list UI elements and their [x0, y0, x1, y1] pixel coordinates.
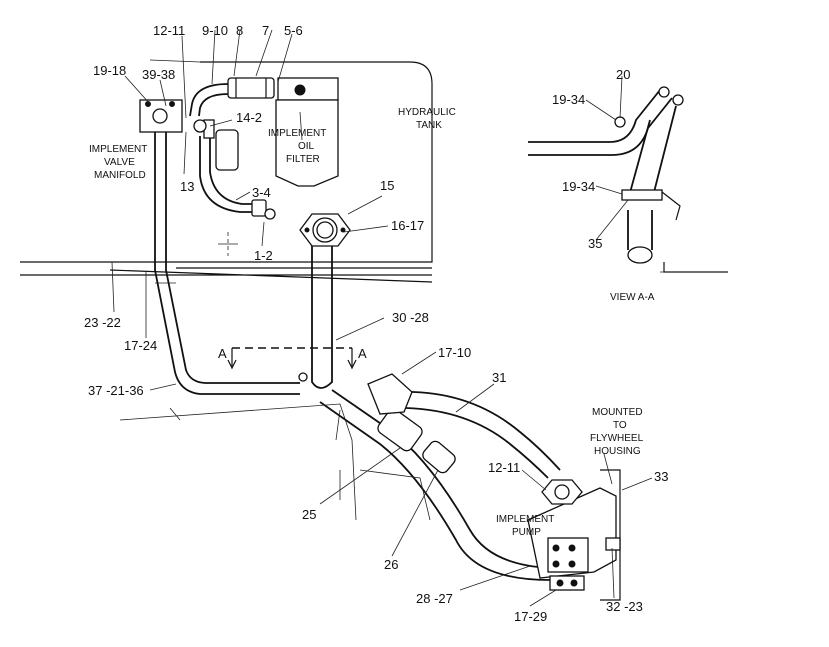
callout-8: 8: [236, 23, 243, 38]
callout-15: 15: [380, 178, 394, 193]
label-mounted-to-flywheel-housing: MOUNTED TO FLYWHEEL HOUSING: [590, 407, 644, 457]
svg-text:TO: TO: [613, 420, 627, 431]
svg-text:VALVE: VALVE: [104, 157, 135, 168]
svg-text:IMPLEMENT: IMPLEMENT: [268, 128, 326, 139]
svg-text:IMPLEMENT: IMPLEMENT: [496, 514, 554, 525]
flywheel-housing: [600, 469, 621, 601]
callout-39-38: 39-38: [142, 67, 175, 82]
svg-text:MANIFOLD: MANIFOLD: [94, 170, 146, 181]
callout-19-18: 19-18: [93, 63, 126, 78]
callout-30-28: 30 -28: [392, 310, 429, 325]
hose-clamp-26: [422, 440, 456, 474]
engine-outline: [119, 403, 431, 521]
svg-text:HYDRAULIC: HYDRAULIC: [398, 107, 456, 118]
callout-25: 25: [302, 507, 316, 522]
callout-26: 26: [384, 557, 398, 572]
svg-text:TANK: TANK: [416, 120, 442, 131]
clamp-19-34-lower: [621, 189, 663, 201]
label-implement-pump: IMPLEMENT PUMP: [496, 514, 554, 538]
label-hydraulic-tank: HYDRAULIC TANK: [398, 107, 456, 131]
section-label-a-right: A: [358, 346, 367, 361]
hydraulic-tank-outline: [176, 61, 433, 269]
callout-19-34-b: 19-34: [562, 179, 595, 194]
hose-3-4: [199, 136, 256, 213]
manifold-port: [152, 108, 168, 124]
filter-fitting: [294, 84, 306, 96]
svg-text:FILTER: FILTER: [286, 154, 320, 165]
callout-13: 13: [180, 179, 194, 194]
bolt-32-23: [605, 537, 621, 551]
callout-37-21-36: 37 -21-36: [88, 383, 144, 398]
callout-16-17: 16-17: [391, 218, 424, 233]
fitting-1-2: [251, 199, 267, 217]
svg-text:PUMP: PUMP: [512, 527, 541, 538]
line-9-10: [189, 83, 229, 117]
tank-top-edge: [149, 59, 201, 63]
label-implement-valve-manifold: IMPLEMENT VALVE MANIFOLD: [89, 144, 147, 181]
line-37-21-36-inner: [165, 132, 300, 384]
callout-14-2: 14-2: [236, 110, 262, 125]
callout-5-6: 5-6: [284, 23, 303, 38]
callout-32-23: 32 -23: [606, 599, 643, 614]
label-view-a-a: VIEW A-A: [610, 292, 655, 303]
callout-17-10: 17-10: [438, 345, 471, 360]
view-aa-tube: [528, 89, 673, 156]
manifold-bolt: [169, 101, 175, 107]
tube-30-28: [311, 246, 333, 389]
frame-rail: [20, 261, 433, 283]
line-37-21-36: [154, 132, 300, 395]
callout-35: 35: [588, 236, 602, 251]
svg-text:MOUNTED: MOUNTED: [592, 407, 643, 418]
pump-section: [547, 537, 589, 573]
hose-clamp-25: [377, 408, 423, 452]
callout-17-29: 17-29: [514, 609, 547, 624]
callout-1-2: 1-2: [254, 248, 273, 263]
callout-20: 20: [616, 67, 630, 82]
clamp-19-34: [614, 116, 626, 128]
svg-text:OIL: OIL: [298, 141, 315, 152]
implement-oil-filter: [275, 99, 339, 187]
tube-7: [227, 77, 275, 99]
svg-text:IMPLEMENT: IMPLEMENT: [89, 144, 147, 155]
callout-19-34-a: 19-34: [552, 92, 585, 107]
leader-lines: [111, 29, 653, 607]
callout-9-10: 9-10: [202, 23, 228, 38]
svg-text:FLYWHEEL: FLYWHEEL: [590, 433, 644, 444]
callout-33: 33: [654, 469, 668, 484]
filter-head: [277, 77, 339, 101]
fitting-17-10: [367, 373, 413, 415]
fitting-17-29: [549, 575, 585, 591]
callout-12-11-pump: 12-11: [488, 460, 520, 475]
callout-17-24: 17-24: [124, 338, 157, 353]
section-label-a-left: A: [218, 346, 227, 361]
callout-12-11: 12-11: [153, 23, 185, 38]
callout-7: 7: [262, 23, 269, 38]
svg-text:HOUSING: HOUSING: [594, 446, 641, 457]
label-implement-oil-filter: IMPLEMENT OIL FILTER: [268, 128, 326, 165]
callout-23-22: 23 -22: [84, 315, 121, 330]
bracket: [215, 129, 239, 171]
callout-3-4: 3-4: [252, 185, 271, 200]
callout-31: 31: [492, 370, 506, 385]
hose-31: [399, 391, 561, 479]
callout-28-27: 28 -27: [416, 591, 453, 606]
